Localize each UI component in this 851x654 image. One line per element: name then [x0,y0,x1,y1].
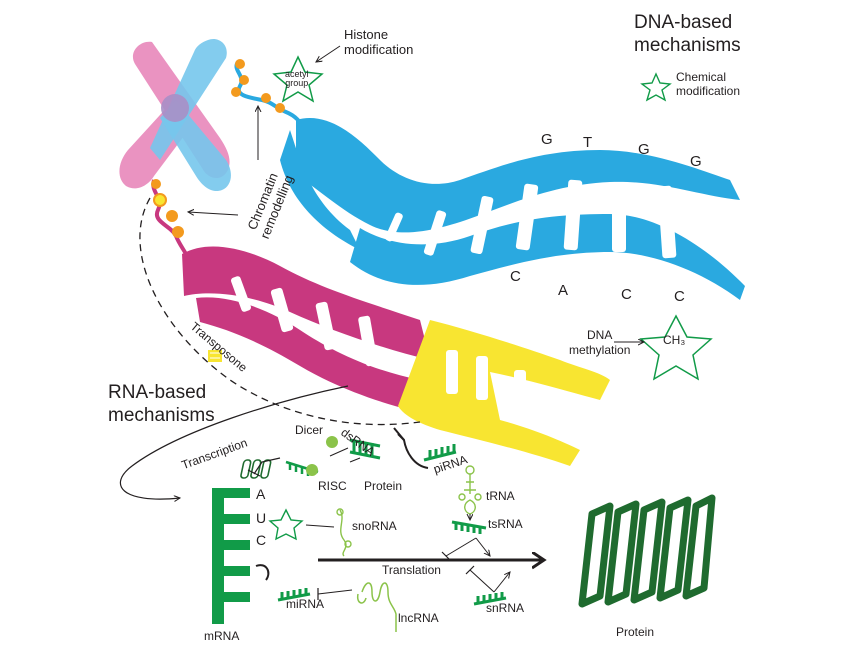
methyl-star-icon [639,314,713,381]
protein-label: Protein [616,625,655,639]
acetyl-group-label: acetyl group [285,69,309,89]
chemical-modification-label: Chemical modification [676,70,741,99]
dna-helix-blue [280,118,745,300]
dna-methylation-label: DNA methylation [569,328,631,357]
mrna-base-3: C [256,532,267,548]
histone-beads-upper [231,59,306,130]
base-top-2: T [583,134,593,151]
snorna-structure-icon [336,508,352,557]
base-bottom-3: C [621,286,632,303]
dna-based-mechanisms-title: DNA-based mechanisms [634,12,741,56]
mrna-base-2: U [256,510,267,526]
mirna-label: miRNA [286,597,324,611]
base-top-4: G [690,153,702,170]
dna-helix-magenta [182,246,430,410]
risc-icon [285,460,319,476]
dsrna-icon [349,438,381,460]
histone-modification-label: Histone modification [344,27,414,57]
acetyl-star-icon [272,55,324,103]
mirna-icon [277,588,311,602]
dicer-label: Dicer [295,423,324,437]
histone-beads-lower [151,179,192,263]
lncrna-label: lncRNA [398,611,439,625]
tsrna-icon [451,520,487,534]
base-bottom-4: C [674,288,685,305]
dicer-icon [326,436,338,448]
tsrna-label: tsRNA [488,517,523,531]
dna-helix-yellow [398,320,610,466]
chromosome [119,38,231,192]
methyl-group-label: CH₃ [663,333,686,347]
base-top-3: G [638,141,650,158]
translation-label: Translation [382,563,441,577]
trna-label: tRNA [486,489,515,503]
protein-small-label: Protein [364,479,403,493]
trna-icon [458,465,482,515]
mrna-label: mRNA [204,629,240,643]
mrna-icon [212,488,250,624]
lncrna-icon [356,582,397,632]
base-bottom-2: A [558,282,569,299]
snrna-label: snRNA [486,601,525,615]
snorna-label: snoRNA [352,519,397,533]
chemical-modification-star-icon [640,72,672,102]
risc-label: RISC [318,479,347,493]
transposon-element [208,350,222,362]
protein-icon [578,494,716,608]
mrna-base-1: A [256,486,266,502]
snrna-icon [473,592,507,606]
pirna-inhibition-line [397,433,429,469]
snorna-star-icon [268,508,304,541]
base-bottom-1: C [510,268,521,285]
small-protein-icon [240,459,272,479]
base-top-1: G [541,131,553,148]
pirna-icon [423,444,457,462]
chromosome-blue-arm-lower [160,100,231,192]
transposon-dashed-path [139,197,421,426]
rna-based-mechanisms-title: RNA-based mechanisms [108,382,215,426]
transcription-arrow [120,385,349,499]
